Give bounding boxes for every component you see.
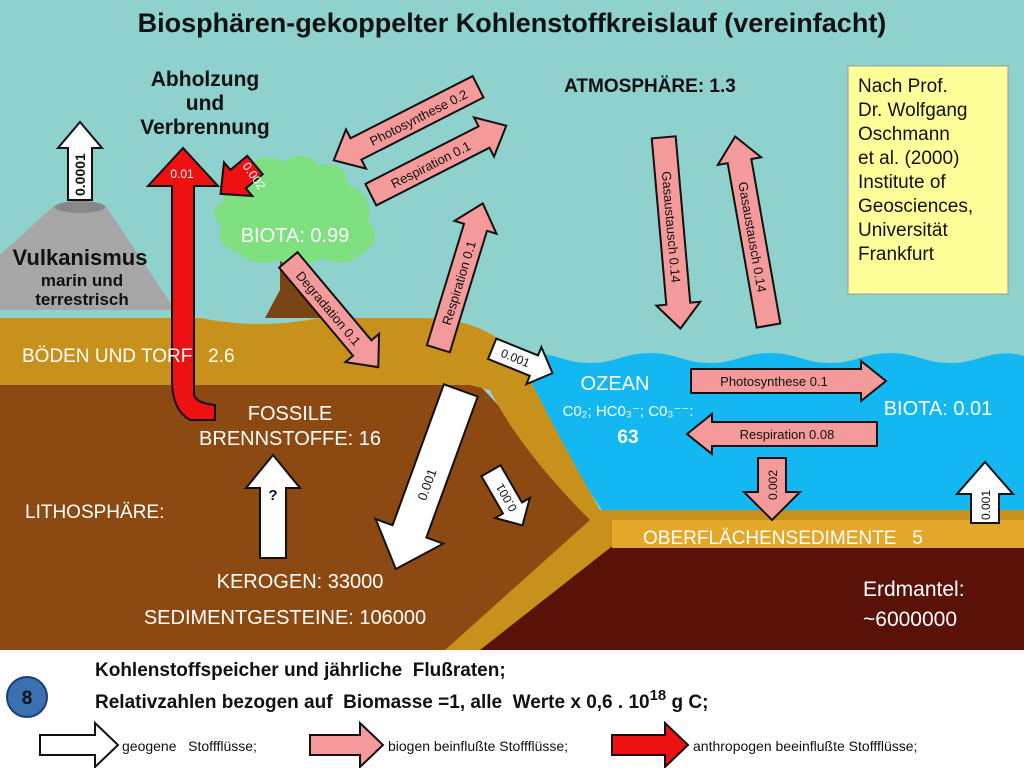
- lithosphere-label: LITHOSPHÄRE:: [25, 502, 164, 523]
- mantle-label: Erdmantel:: [863, 578, 965, 601]
- sediment-up-label: 0.001: [979, 490, 993, 520]
- volcanism-sub-label: marin und: [41, 271, 123, 290]
- volcanic-flux-label: 0.0001: [72, 153, 88, 196]
- legend-biogenic-arrow: [309, 720, 385, 768]
- anthro-biota-arrow: [219, 154, 265, 198]
- slide-number-badge: [6, 676, 48, 718]
- sediment-up-arrow: 0.001: [954, 460, 1016, 524]
- fossil-fuels-label: FOSSILE: [248, 403, 332, 425]
- surface-sediments-label: OBERFLÄCHENSEDIMENTE 5: [643, 528, 923, 549]
- deforestation-label: und: [186, 92, 224, 115]
- legend-geogenic-label: geogene Stoffflüsse;: [122, 738, 257, 754]
- source-note-line: Geosciences,: [858, 196, 973, 217]
- volcanism-label: Vulkanismus: [13, 245, 148, 270]
- anthro-fossil-arrow: 0.01: [145, 146, 221, 421]
- anthro-fossil-label: 0.01: [170, 167, 194, 181]
- volcanism-sub-label: terrestrisch: [35, 290, 129, 309]
- sediment-rocks-label: SEDIMENTGESTEINE: 106000: [144, 607, 426, 629]
- legend-biogenic-label: biogen beinflußte Stoffflüsse;: [388, 738, 568, 754]
- footer-line-2-end: g C;: [666, 692, 708, 713]
- soil-to-ocean-arrow: 0.001: [486, 337, 554, 387]
- source-note-line: Oschmann: [858, 124, 950, 145]
- deforestation-label: Abholzung: [151, 68, 259, 91]
- photosynthesis-ocean-label: Photosynthese 0.1: [720, 374, 828, 389]
- source-note-line: et al. (2000): [858, 148, 959, 169]
- respiration-ocean-label: Respiration 0.08: [740, 427, 835, 442]
- soil-label: BÖDEN UND TORF 2.6: [22, 346, 235, 367]
- legend-geogenic-arrow: [39, 720, 120, 768]
- footer-line-2: Relativzahlen bezogen auf Biomasse =1, a…: [95, 687, 708, 713]
- tree-canopy: [214, 155, 375, 266]
- atmosphere-label: ATMOSPHÄRE: 1.3: [564, 76, 736, 97]
- photosynthesis-ocean-arrow: Photosynthese 0.1: [690, 358, 888, 404]
- footer-line-1: Kohlenstoffspeicher und jährliche Flußra…: [95, 660, 506, 681]
- biota-land-label: BIOTA: 0.99: [241, 225, 350, 247]
- source-note-line: Frankfurt: [858, 244, 935, 265]
- source-note-line: Dr. Wolfgang: [858, 100, 967, 121]
- kerogen-to-fossil-label: ?: [268, 487, 277, 504]
- diagram-title: Biosphären-gekoppelter Kohlenstoffkreisl…: [138, 8, 887, 38]
- ocean-to-sediment-label: 0.002: [766, 470, 780, 500]
- legend: geogene Stoffflüsse; biogen beinflußte S…: [39, 720, 917, 768]
- slide-number: 8: [22, 688, 33, 709]
- kerogen-label: KEROGEN: 33000: [217, 571, 384, 593]
- gas-exchange-down-arrow: Gasaustausch 0.14: [650, 135, 703, 331]
- footer-line-2-main: Relativzahlen bezogen auf Biomasse =1, a…: [95, 692, 650, 713]
- ocean-value-label: 63: [617, 427, 638, 448]
- ocean-label: OZEAN: [581, 373, 650, 395]
- ocean-to-sediment-arrow: 0.002: [741, 457, 803, 522]
- footer-background: [0, 650, 1024, 768]
- respiration-ocean-arrow: Respiration 0.08: [685, 411, 878, 457]
- mantle-layer: [470, 525, 1024, 650]
- volcano-crater: [55, 201, 105, 213]
- source-note: Nach Prof. Dr. Wolfgang Oschmann et al. …: [858, 76, 978, 265]
- volcano: [0, 205, 175, 310]
- soil-layer: [0, 318, 1024, 650]
- source-note-box: [847, 65, 1009, 295]
- ocean-species-label: C0₂; HC0₃⁻; C0₃⁻⁻:: [563, 403, 694, 420]
- volcanic-flux-arrow: 0.0001: [55, 120, 105, 201]
- source-note-line: Nach Prof.: [858, 76, 948, 97]
- fossil-fuels-label: BRENNSTOFFE: 16: [199, 428, 381, 450]
- biota-ocean-label: BIOTA: 0.01: [884, 398, 993, 420]
- source-note-line: Universität: [858, 220, 948, 241]
- kerogen-to-fossil-arrow: ?: [243, 453, 303, 559]
- legend-anthropogenic-arrow: [611, 720, 690, 768]
- surface-sediment-layer: [612, 520, 1024, 548]
- mantle-value-label: ~6000000: [863, 608, 957, 631]
- deforestation-label: Verbrennung: [140, 116, 270, 139]
- soil-to-kerogen-arrow: 0.001: [373, 382, 479, 571]
- source-note-line: Institute of: [858, 172, 946, 193]
- footer-line-2-exponent: 18: [650, 687, 667, 704]
- legend-anthropogenic-label: anthropogen beeinflußte Stoffflüsse;: [693, 738, 917, 754]
